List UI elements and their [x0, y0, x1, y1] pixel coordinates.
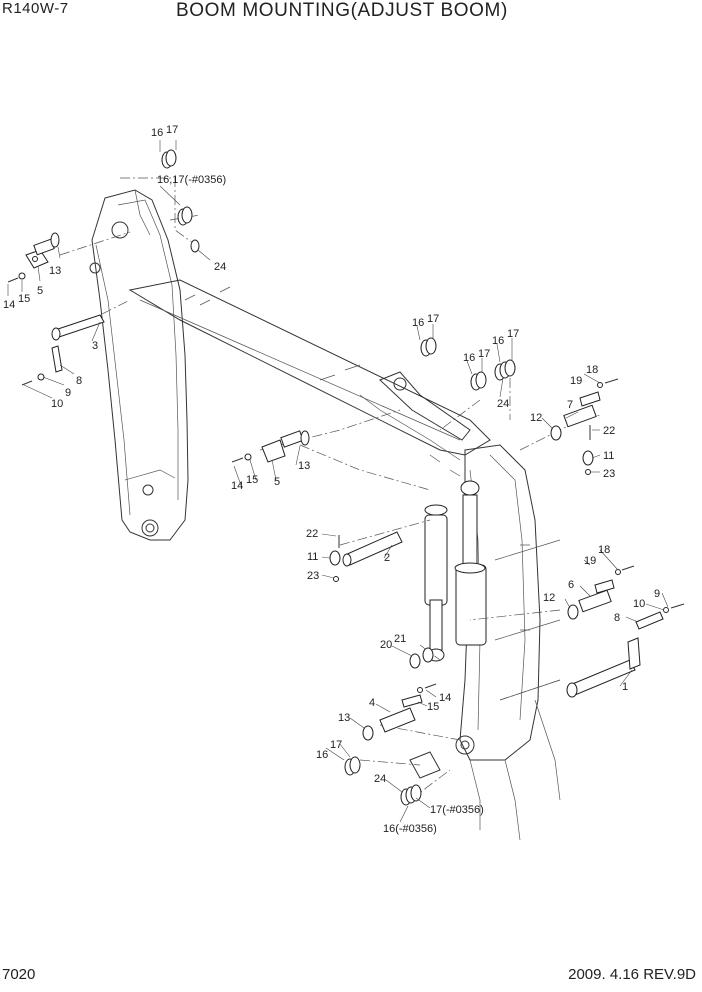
page-title: BOOM MOUNTING(ADJUST BOOM): [176, 0, 508, 21]
callout-label: 16: [412, 317, 424, 329]
callout-label: 22: [306, 528, 318, 540]
revision-date: 2009. 4.16 REV.9D: [568, 966, 696, 983]
callout-label: 17: [427, 313, 439, 325]
callout-label: 18: [598, 544, 610, 556]
callout-label: 4: [369, 697, 375, 709]
callout-label: 5: [37, 285, 43, 297]
callout-label: 3: [92, 340, 98, 352]
callout-label: 15: [246, 474, 258, 486]
callout-label: 7: [567, 399, 573, 411]
boom-left-arm: [89, 189, 189, 541]
callout-label: 18: [586, 364, 598, 376]
callout-label: 16: [316, 749, 328, 761]
callout-label: 16: [151, 127, 163, 139]
callout-label: 15: [427, 701, 439, 713]
model-code: R140W-7: [2, 0, 69, 17]
callout-label: 13: [49, 265, 61, 277]
callout-label: 19: [584, 555, 596, 567]
center-lines: [59, 177, 601, 801]
callout-label: 24: [497, 398, 509, 410]
hydraulic-cylinder: [424, 480, 487, 662]
callout-label: 1: [622, 681, 628, 693]
callout-label: 12: [543, 592, 555, 604]
callout-label: 23: [307, 570, 319, 582]
callout-label: 17: [330, 739, 342, 751]
callout-label: 9: [65, 387, 71, 399]
callout-label: 14: [439, 692, 451, 704]
callout-label: 10: [51, 398, 63, 410]
callout-label: 8: [614, 612, 620, 624]
page-number: 7020: [2, 966, 36, 983]
callout-label: 24: [214, 261, 226, 273]
leader-lines: [7, 140, 669, 823]
callout-label: 16: [463, 352, 475, 364]
callout-label: 10: [633, 598, 645, 610]
callout-label: 9: [654, 588, 660, 600]
callout-label: 19: [570, 375, 582, 387]
callout-label: 13: [338, 712, 350, 724]
hardware-parts: [7, 149, 685, 806]
callout-label: 13: [298, 460, 310, 472]
callout-label: 8: [76, 375, 82, 387]
callout-label: 16(-#0356): [383, 823, 437, 835]
callout-label: 17: [478, 348, 490, 360]
callout-label: 14: [3, 299, 15, 311]
callout-labels: 16 17 16,17(-#0356) 24 13 5 15 14 3 8 9 …: [3, 124, 660, 835]
callout-label: 14: [231, 480, 243, 492]
callout-label: 17(-#0356): [430, 804, 484, 816]
callout-label: 21: [394, 633, 406, 645]
callout-label: 22: [603, 425, 615, 437]
callout-label: 11: [603, 450, 614, 462]
callout-label: 12: [530, 412, 542, 424]
callout-label: 20: [380, 639, 392, 651]
callout-label: 6: [568, 579, 574, 591]
callout-label: 23: [603, 468, 615, 480]
boom-upper-beam: [128, 279, 491, 477]
callout-label: 16,17(-#0356): [157, 174, 226, 186]
callout-label: 2: [384, 552, 390, 564]
callout-label: 15: [18, 293, 30, 305]
callout-label: 5: [274, 476, 280, 488]
callout-label: 16: [492, 335, 504, 347]
callout-label: 17: [507, 328, 519, 340]
callout-label: 24: [374, 773, 386, 785]
callout-label: 11: [307, 551, 318, 563]
callout-label: 17: [166, 124, 178, 136]
